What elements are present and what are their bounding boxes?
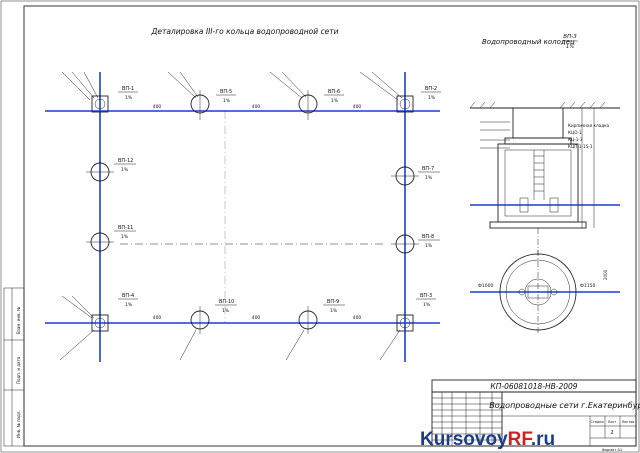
watermark-logo: KursovoyRF.ru xyxy=(420,429,555,450)
note-kco: КЦО-1 xyxy=(568,130,582,135)
note-kc: КЦ-1-3 xyxy=(568,137,583,142)
leader-lines xyxy=(59,71,403,361)
well-slope: 1% xyxy=(330,308,338,314)
pipe-length: 400 xyxy=(153,104,162,110)
well-vp-7: ВП-7 1% xyxy=(391,166,440,186)
format-label: Формат А1 xyxy=(602,448,622,452)
well-slope: 1% xyxy=(425,175,433,181)
pipe-length: 400 xyxy=(353,315,362,321)
well-vp-12: ВП-12 1% xyxy=(86,158,136,182)
well-title-num: ВП-3 xyxy=(563,34,577,40)
stamp-sign: Подп. и дата xyxy=(16,356,21,384)
well-vp-6: ВП-6 1% xyxy=(298,89,344,120)
well-slope: 1% xyxy=(121,234,129,240)
well-vp-10: ВП-10 1% xyxy=(190,299,237,334)
pipe-ring xyxy=(45,72,440,362)
well-slope: 1% xyxy=(121,167,129,173)
well-vp-4: ВП-4 1% xyxy=(91,293,138,332)
well-label: ВП-4 xyxy=(122,293,134,299)
well-label: ВП-2 xyxy=(425,86,437,92)
well-vp-11: ВП-11 1% xyxy=(86,225,136,252)
drawing-name: Водопроводные сети г.Екатеринбург xyxy=(489,401,640,410)
plan-dim-height: 2000 xyxy=(603,269,608,280)
drawing-code: КП-06081018-НВ-2009 xyxy=(490,382,577,391)
well-label: ВП-12 xyxy=(118,158,133,164)
well-vp-8: ВП-8 1% xyxy=(391,234,440,254)
stage-header: Стадия xyxy=(590,420,603,424)
sheet-number: 2 xyxy=(610,430,613,436)
pipe-length: 400 xyxy=(353,104,362,110)
left-stamp: Инв. № подл. Подп. и дата Взам. инв. № xyxy=(3,287,25,447)
pipe-length-labels: 400 400 400 400 400 400 xyxy=(153,104,362,321)
well-label: ВП-6 xyxy=(328,89,340,95)
well-vp-1: ВП-1 1% xyxy=(91,86,138,113)
pipe-length: 400 xyxy=(252,104,261,110)
well-slope: 1% xyxy=(223,98,231,104)
well-label: ВП-11 xyxy=(118,225,133,231)
well-slope: 1% xyxy=(125,95,133,101)
stamp-inv: Инв. № подл. xyxy=(16,410,21,438)
pipe-length: 400 xyxy=(252,315,261,321)
well-slope: 1% xyxy=(428,95,436,101)
plan-dim-right: Ф1150 xyxy=(580,283,595,289)
well-slope: 1% xyxy=(125,302,133,308)
well-slope: 1% xyxy=(423,302,431,308)
well-slope: 1% xyxy=(425,243,433,249)
well-slope: 1% xyxy=(222,308,230,314)
well-label: ВП-3 xyxy=(420,293,432,299)
well-vp-2: ВП-2 1% xyxy=(396,86,441,113)
well-title: Водопроводный колодец ВП-3 1% xyxy=(482,34,578,50)
well-title-den: 1% xyxy=(566,44,574,50)
well-title-text: Водопроводный колодец xyxy=(482,38,575,46)
note-brickwork: Кирпичная кладка xyxy=(568,123,610,128)
well-slope: 1% xyxy=(331,98,339,104)
ring-title: Деталировка III-го кольца водопроводной … xyxy=(150,27,338,36)
well-vp-5: ВП-5 1% xyxy=(190,89,236,120)
note-kcp: КЦП-1-15-1 xyxy=(568,144,593,149)
well-vp-9: ВП-9 1% xyxy=(298,299,345,334)
title-block: КП-06081018-НВ-2009 Водопроводные сети г… xyxy=(431,379,640,452)
sheet-header: Лист xyxy=(608,420,617,424)
well-vp-3: ВП-3 1% xyxy=(396,293,436,332)
stamp-replace: Взам. инв. № xyxy=(16,307,21,334)
svg-text:KursovoyRF.ru: KursovoyRF.ru xyxy=(420,429,555,450)
well-label: ВП-1 xyxy=(122,86,134,92)
inner-frame xyxy=(23,5,637,447)
well-label: ВП-8 xyxy=(422,234,434,240)
well-label: ВП-7 xyxy=(422,166,434,172)
well-label: ВП-5 xyxy=(220,89,232,95)
plan-dim-left: Ф1000 xyxy=(478,283,493,289)
well-label: ВП-9 xyxy=(327,299,339,305)
sheets-header: Листов xyxy=(622,420,635,424)
pipe-length: 400 xyxy=(153,315,162,321)
well-section: Кирпичная кладка КЦО-1 КЦ-1-3 КЦП-1-15-1 xyxy=(469,101,620,255)
well-label: ВП-10 xyxy=(219,299,234,305)
well-plan: Ф1000 Ф1150 2000 xyxy=(470,250,620,334)
